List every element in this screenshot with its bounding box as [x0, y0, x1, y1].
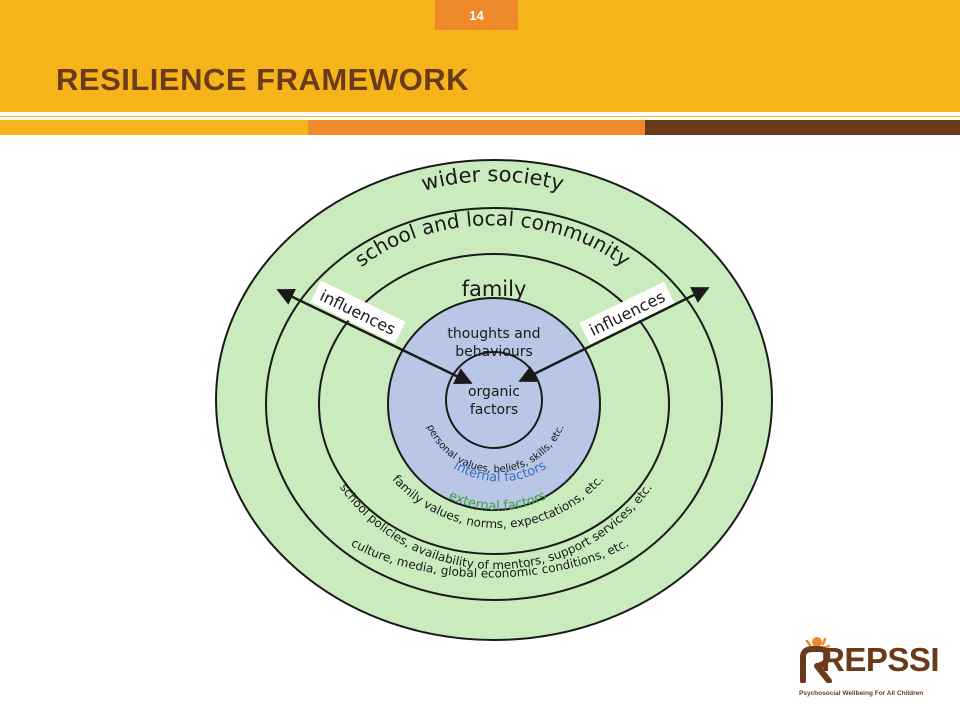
page-number-badge: 14: [435, 0, 518, 30]
influences-label-left-box: [310, 280, 406, 344]
accent-bar-yellow: [0, 120, 308, 135]
logo-tagline: Psychosocial Wellbeing For All Children: [799, 690, 924, 697]
accent-bar-brown: [645, 120, 960, 135]
label-thoughts-line1: thoughts and: [447, 326, 540, 342]
influences-label-right-box: [579, 281, 675, 345]
divider-line: [0, 116, 960, 117]
label-thoughts-line2: behaviours: [455, 344, 533, 360]
repssi-logo: REPSSI Psychosocial Wellbeing For All Ch…: [795, 633, 945, 713]
slide-title: RESILIENCE FRAMEWORK: [56, 62, 469, 97]
label-organic-line2: factors: [470, 402, 518, 418]
accent-bar-orange: [308, 120, 645, 135]
label-organic-line1: organic: [468, 384, 520, 400]
influences-arrow-left: [276, 288, 473, 385]
repssi-figure-icon: [800, 637, 832, 683]
logo-wordmark: REPSSI: [821, 641, 940, 678]
influences-arrow-right: [518, 286, 710, 383]
ring-organic-factors: [445, 351, 543, 449]
label-family: family: [462, 277, 527, 301]
